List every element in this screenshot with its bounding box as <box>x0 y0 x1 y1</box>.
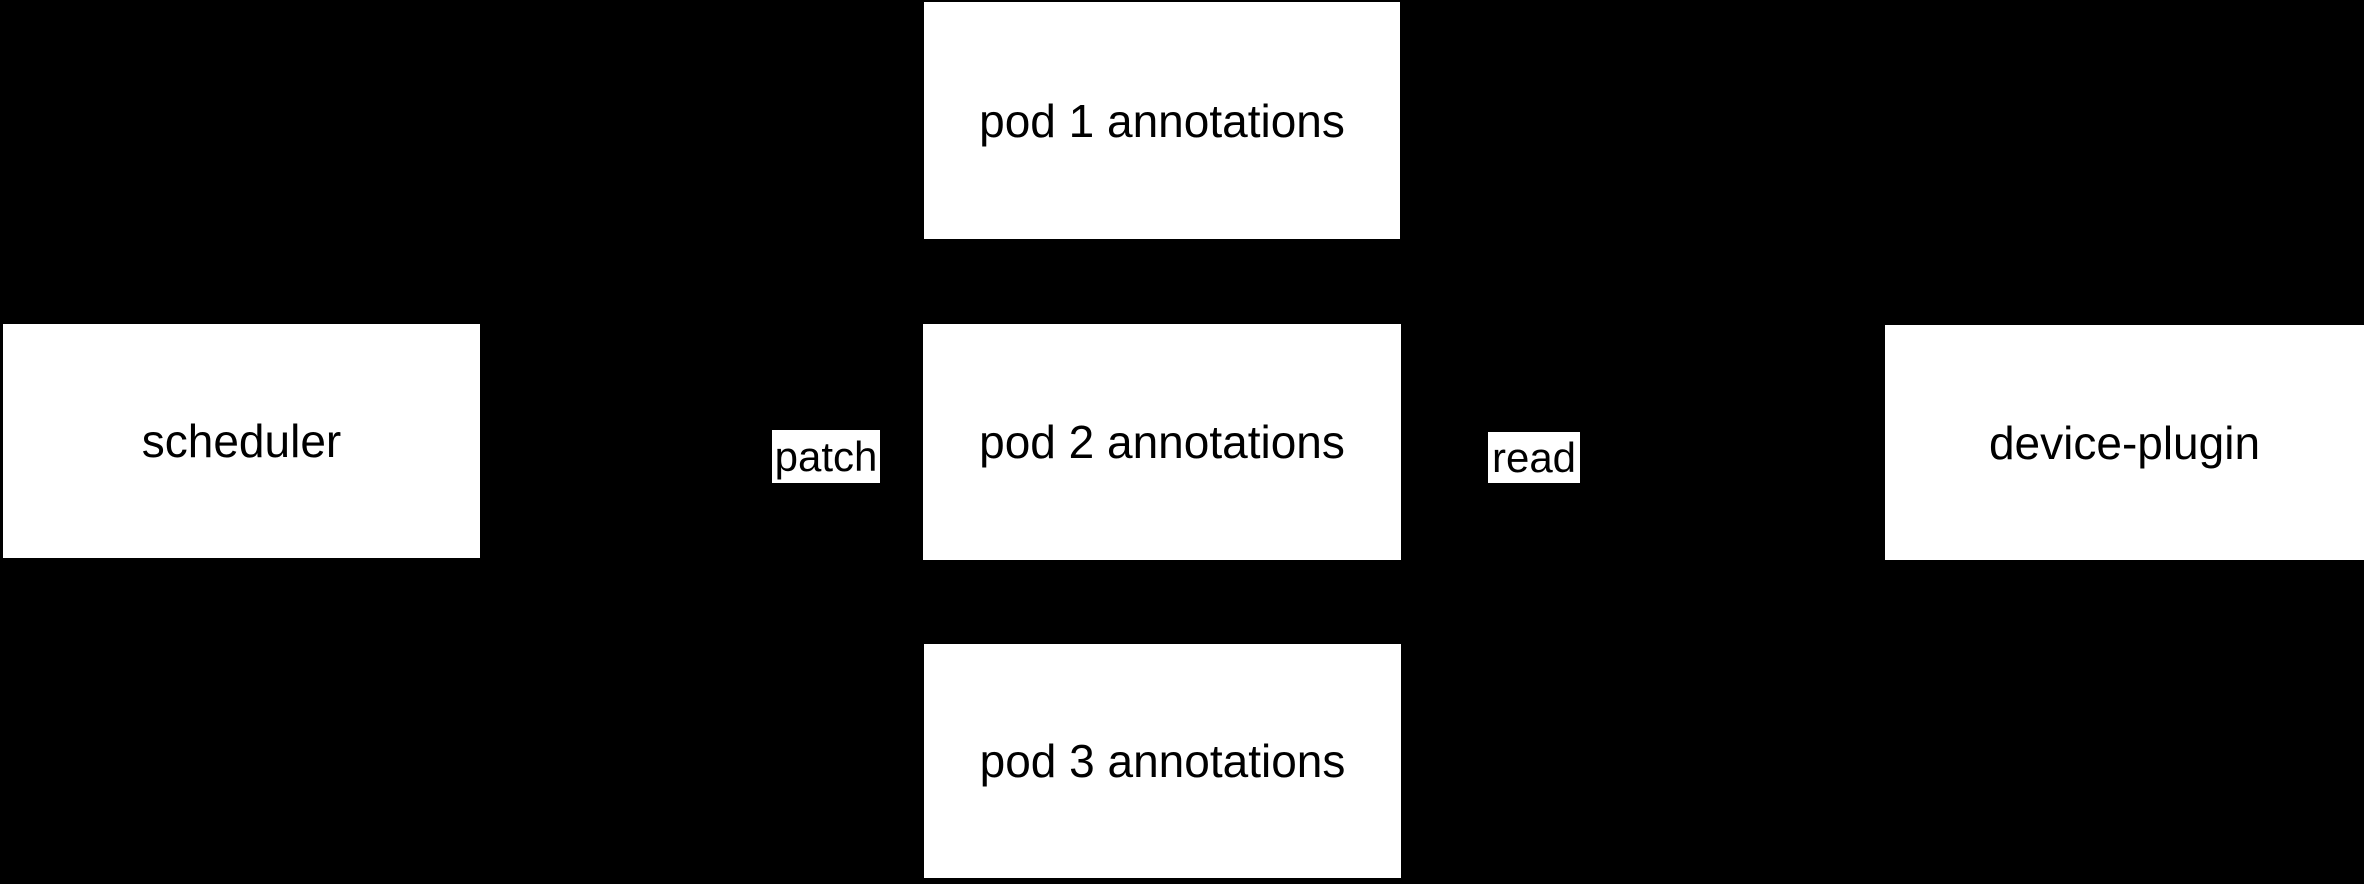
node-pod2-annotations: pod 2 annotations <box>923 324 1401 560</box>
node-scheduler-label: scheduler <box>141 415 342 467</box>
edge-label-read: read <box>1488 432 1580 483</box>
node-scheduler: scheduler <box>3 324 480 558</box>
node-pod3-annotations: pod 3 annotations <box>924 644 1401 878</box>
node-pod3-annotations-label: pod 3 annotations <box>979 735 1346 787</box>
edge-label-patch: patch <box>772 430 880 483</box>
node-device-plugin: device-plugin <box>1885 325 2364 560</box>
edge-label-read-text: read <box>1491 433 1577 481</box>
edge-label-patch-text: patch <box>774 432 878 480</box>
node-pod1-annotations-label: pod 1 annotations <box>979 94 1345 147</box>
node-pod1-annotations: pod 1 annotations <box>924 2 1400 239</box>
node-pod2-annotations-label: pod 2 annotations <box>979 416 1345 468</box>
node-device-plugin-label: device-plugin <box>1988 416 2261 469</box>
